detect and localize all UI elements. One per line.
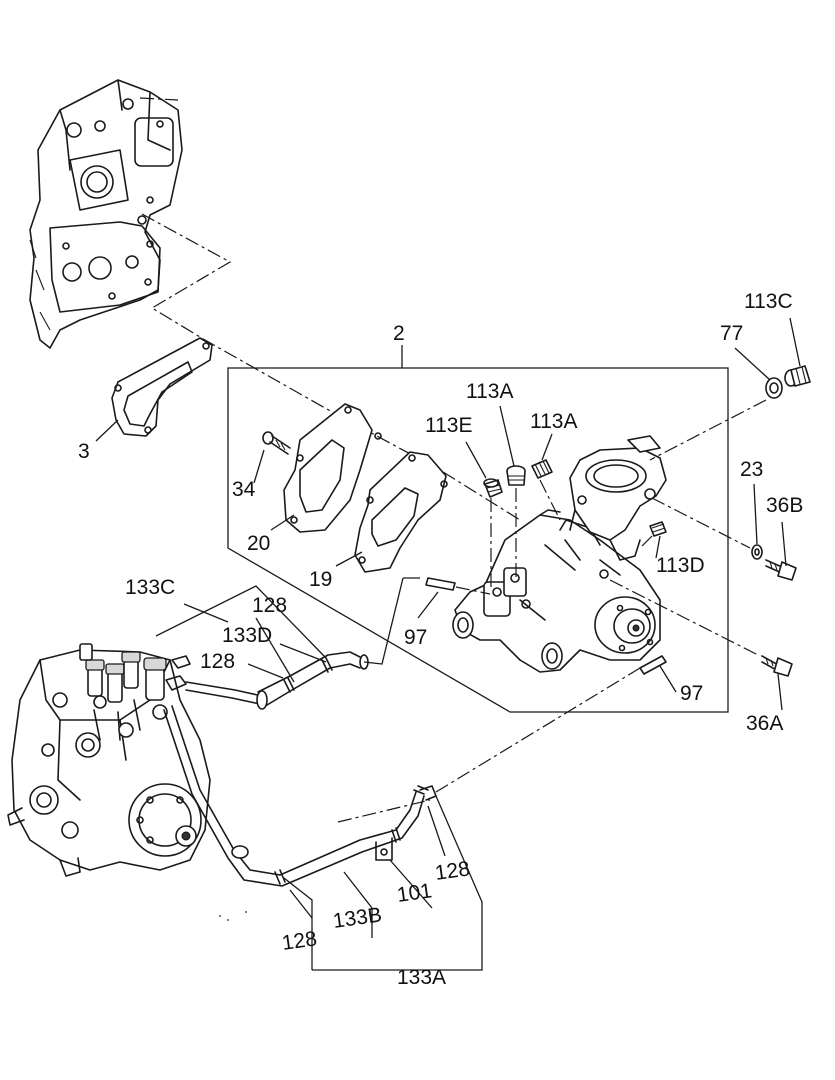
label-133C: 133C bbox=[125, 576, 175, 599]
label-133D: 133D bbox=[222, 624, 272, 647]
plug-113D bbox=[649, 521, 667, 537]
label-97-lower: 97 bbox=[680, 682, 703, 705]
gasket-20 bbox=[283, 403, 382, 533]
part-labels: 2 3 34 20 19 113E 113A 113A 113C 77 23 3… bbox=[78, 290, 803, 989]
label-113C: 113C bbox=[744, 290, 793, 313]
label-3: 3 bbox=[78, 440, 90, 463]
label-113D: 113D bbox=[656, 554, 705, 577]
delivery-valves bbox=[79, 643, 168, 741]
pin-97-upper bbox=[425, 577, 456, 591]
label-36B: 36B bbox=[766, 494, 803, 517]
scan-specks bbox=[219, 911, 247, 921]
plug-113A-2 bbox=[531, 459, 553, 479]
label-34: 34 bbox=[232, 478, 256, 501]
assembly-box bbox=[227, 367, 729, 713]
bolt-113C bbox=[784, 365, 811, 387]
water-pump-housing bbox=[452, 509, 661, 673]
gasket-19 bbox=[354, 451, 448, 573]
leader-lines bbox=[95, 317, 801, 971]
label-128-d: 128 bbox=[280, 927, 318, 955]
washer-77 bbox=[765, 377, 783, 399]
bolt-36B bbox=[765, 559, 797, 581]
label-113A-2: 113A bbox=[530, 410, 578, 433]
plug-113E bbox=[483, 478, 503, 498]
washer-23 bbox=[751, 544, 763, 560]
label-113E: 113E bbox=[425, 414, 473, 437]
label-133B: 133B bbox=[331, 903, 383, 933]
label-128-c: 128 bbox=[433, 857, 471, 885]
thermostat-housing bbox=[569, 435, 667, 561]
label-97-upper: 97 bbox=[404, 626, 427, 649]
label-23: 23 bbox=[740, 458, 763, 481]
label-36A: 36A bbox=[746, 712, 783, 735]
label-2: 2 bbox=[393, 322, 405, 345]
bolt-36A bbox=[761, 655, 793, 677]
gasket-3 bbox=[111, 337, 213, 437]
label-19: 19 bbox=[309, 568, 332, 591]
label-128-b: 128 bbox=[200, 650, 235, 673]
pipe-133B bbox=[163, 705, 437, 887]
label-128-a: 128 bbox=[252, 594, 287, 617]
label-77: 77 bbox=[720, 322, 743, 345]
plug-113A-1 bbox=[506, 465, 526, 486]
label-133A: 133A bbox=[397, 966, 446, 989]
pin-97-lower bbox=[639, 655, 667, 675]
label-101: 101 bbox=[395, 879, 433, 907]
label-20: 20 bbox=[247, 532, 270, 555]
bolt-34 bbox=[262, 431, 291, 455]
injection-pump bbox=[7, 643, 211, 877]
label-113A-1: 113A bbox=[466, 380, 514, 403]
engine-block bbox=[29, 79, 183, 349]
